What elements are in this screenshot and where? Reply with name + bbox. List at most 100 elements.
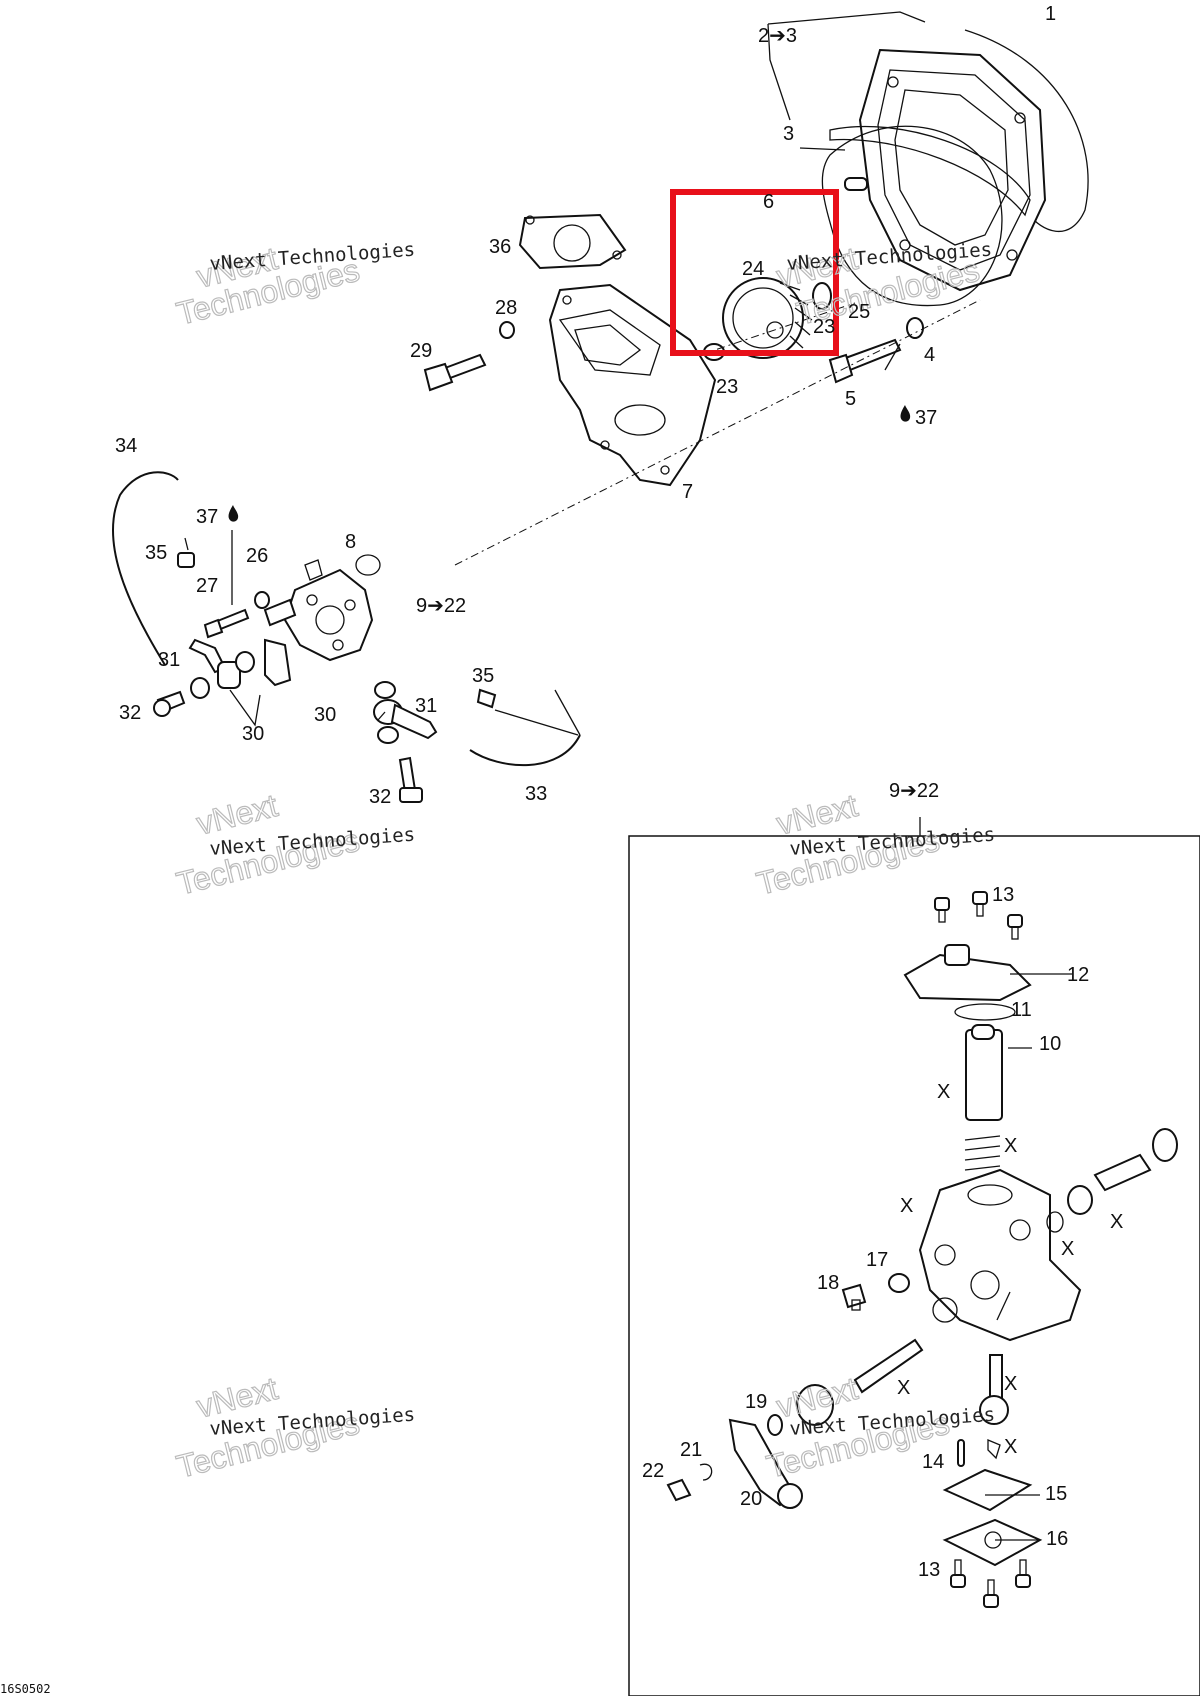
callout-x6: X	[897, 1377, 910, 1399]
callout-27: 27	[196, 575, 218, 597]
screw-part-27	[203, 608, 250, 639]
callout-18: 18	[817, 1272, 839, 1294]
shaft-x6	[853, 1338, 924, 1394]
cap-part	[796, 1384, 834, 1426]
pump-body	[918, 1168, 1082, 1342]
callout-x7: X	[1004, 1373, 1017, 1395]
callout-x5: X	[1061, 1238, 1074, 1260]
gasket-part-3	[821, 125, 1003, 307]
watermark-5: vNext Technologies vNext Technologies	[172, 1369, 415, 1485]
screw-part-32	[153, 690, 186, 717]
highlight-box-gear-24	[670, 189, 839, 356]
screws-part-13-bottom	[950, 1559, 1031, 1608]
callout-11: 11	[1011, 999, 1032, 1021]
assembly-axis-line	[454, 299, 981, 566]
washer-part-4	[906, 317, 924, 339]
piston-part-10	[965, 1024, 1003, 1121]
callout-13a: 13	[992, 884, 1014, 906]
callout-22: 22	[642, 1460, 664, 1482]
bolt-part-32	[398, 756, 423, 803]
callout-29: 29	[410, 340, 432, 362]
callout-37b: 37	[196, 506, 218, 528]
callout-9-22b: 9➔22	[889, 780, 939, 802]
callout-19: 19	[745, 1391, 767, 1413]
callout-32b: 32	[369, 786, 391, 808]
callout-x4: X	[1110, 1211, 1123, 1233]
spacer-part-30	[217, 661, 241, 689]
clamp-part-35	[177, 552, 195, 568]
callout-28: 28	[495, 297, 517, 319]
callout-17: 17	[866, 1249, 888, 1271]
plug-part-18	[841, 1283, 867, 1311]
callout-3: 3	[783, 123, 794, 145]
bolt-part-29	[423, 353, 487, 392]
callout-2-3: 2➔3	[758, 25, 797, 47]
fitting-part-31	[188, 638, 227, 674]
callout-37a: 37	[915, 407, 937, 429]
callout-26: 26	[246, 545, 268, 567]
washer-part-26	[254, 591, 270, 609]
watermark-4: vNext Technologies vNext Technologies	[752, 786, 995, 902]
leader-3	[799, 147, 846, 151]
nut-part-22	[666, 1478, 692, 1502]
callout-x2: X	[1004, 1135, 1017, 1157]
callout-15: 15	[1045, 1483, 1067, 1505]
callout-21: 21	[680, 1439, 702, 1461]
washer-part-28	[499, 321, 515, 339]
callout-5: 5	[845, 388, 856, 410]
callout-1: 1	[1045, 3, 1056, 25]
screws-part-13-top	[934, 891, 1023, 940]
adjuster-parts-right	[1046, 1128, 1178, 1233]
pinion-x7	[979, 1354, 1009, 1425]
washer-part-30d	[377, 726, 399, 744]
callout-33: 33	[525, 783, 547, 805]
callout-12: 12	[1067, 964, 1089, 986]
o-ring-part-8	[355, 554, 381, 576]
callout-9-22a: 9➔22	[416, 595, 466, 617]
pin-part-14	[957, 1439, 965, 1467]
lever-arm	[264, 638, 292, 687]
dowel-pin-part-6	[844, 177, 868, 191]
callout-13b: 13	[918, 1559, 940, 1581]
spring-x1	[964, 1135, 1001, 1171]
callout-24: 24	[742, 258, 764, 280]
callout-x8: X	[1004, 1436, 1017, 1458]
clamp-part-35b	[476, 688, 497, 709]
circlip-part-21	[699, 1463, 713, 1481]
callout-x1: X	[937, 1081, 950, 1103]
callout-x3: X	[900, 1195, 913, 1217]
gear-part-24	[722, 277, 813, 359]
callout-16: 16	[1046, 1528, 1068, 1550]
callout-14: 14	[922, 1451, 944, 1473]
watermark-1: vNext Technologies vNext Technologies	[172, 239, 415, 333]
callout-30a: 30	[242, 723, 264, 745]
callout-25: 25	[848, 301, 870, 323]
cover-part-1	[858, 29, 1089, 292]
callout-23b: 23	[716, 376, 738, 398]
plate-part-16	[942, 1518, 1043, 1567]
callout-36: 36	[489, 236, 511, 258]
lever-part-20	[728, 1418, 803, 1509]
key-x8	[987, 1439, 1001, 1460]
banjo-fitting-part-31	[373, 699, 438, 740]
cover-part-12	[903, 944, 1032, 1002]
callout-6: 6	[763, 191, 774, 213]
callout-7: 7	[682, 481, 693, 503]
watermark-2: vNext Technologies vNext Technologies	[772, 239, 992, 333]
washer-part-19	[767, 1414, 783, 1436]
housing-part-7	[548, 283, 717, 487]
callout-4: 4	[924, 344, 935, 366]
hose-part-34	[112, 471, 179, 666]
gasket-part-36	[518, 213, 627, 270]
callout-35a: 35	[145, 542, 167, 564]
drawing-reference: 16S0502	[0, 1682, 51, 1696]
leader-lines	[184, 343, 1072, 1541]
washer-part-30b	[235, 651, 255, 673]
callout-23a: 23	[813, 316, 835, 338]
detail-frame-9-22	[628, 835, 1200, 1697]
callout-34: 34	[115, 435, 137, 457]
oil-pump-assembly-9-22	[263, 559, 374, 662]
o-ring-part-11	[954, 1003, 1016, 1021]
callout-10: 10	[1039, 1033, 1061, 1055]
watermark-6: vNext Technologies vNext Technologies	[762, 1369, 995, 1485]
